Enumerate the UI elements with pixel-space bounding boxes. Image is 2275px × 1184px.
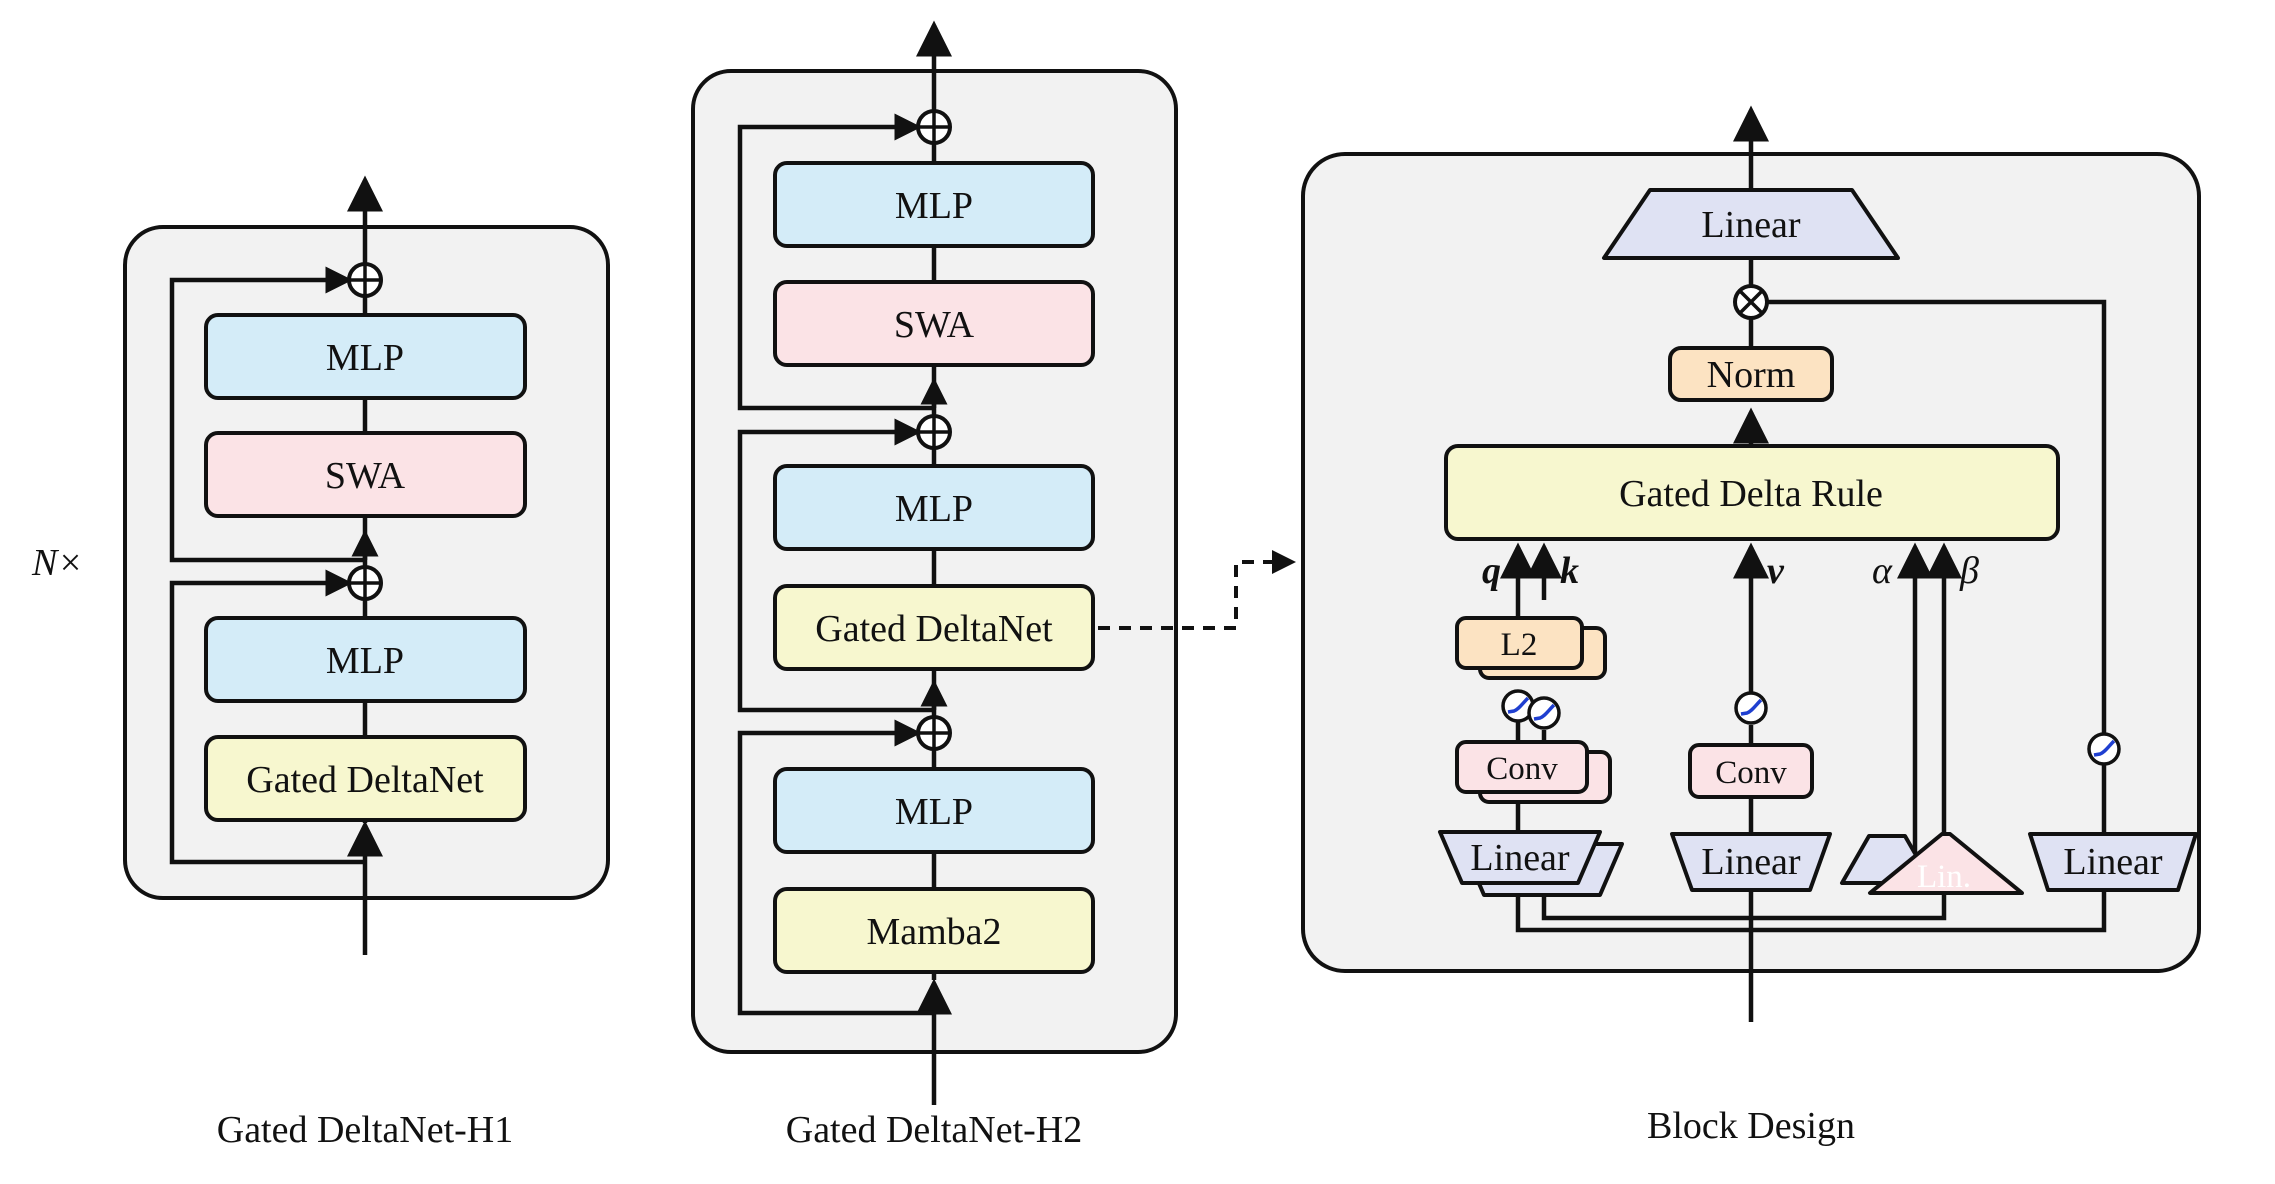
block-linear-ab-label: Lin. xyxy=(1917,859,1971,895)
h2-mlp-1 xyxy=(773,161,1095,248)
block-linear-qk xyxy=(1438,830,1602,885)
block-linear-v xyxy=(1670,832,1832,892)
block-linear-ab xyxy=(1868,832,2024,895)
h2-mamba2-label: Mamba2 xyxy=(866,911,1001,953)
block-linear-gate-label: Linear xyxy=(2063,841,2163,883)
block-l2-label: L2 xyxy=(1501,627,1538,663)
h2-mlp-3-label: MLP xyxy=(895,791,973,833)
add-circle-icon xyxy=(916,715,952,751)
h1-mlp-bottom-label: MLP xyxy=(326,640,404,682)
block-design: Linear Norm Gated Delta Rule q k v α β L… xyxy=(1301,105,2201,1147)
h2-mlp-2-label: MLP xyxy=(895,488,973,530)
block-conv-v-label: Conv xyxy=(1715,755,1787,791)
silu-activation-icon xyxy=(2087,732,2121,766)
block-top-linear xyxy=(1602,188,1900,260)
h1-mlp-top xyxy=(204,313,527,400)
add-circle-icon xyxy=(347,262,383,298)
block-linear-v-label: Linear xyxy=(1701,841,1801,883)
h2-gated-deltanet xyxy=(773,584,1095,671)
block-linear-gate xyxy=(2028,832,2198,892)
h2-gated-deltanet-label: Gated DeltaNet xyxy=(815,608,1053,650)
k-label: k xyxy=(1560,550,1579,592)
block-top-linear-label: Linear xyxy=(1701,204,1801,246)
zoom-connector xyxy=(1098,550,1296,630)
multiply-circle-icon xyxy=(1733,284,1769,320)
q-label: q xyxy=(1482,550,1501,592)
block-gated-delta-rule-label: Gated Delta Rule xyxy=(1619,473,1883,515)
block-conv-v xyxy=(1688,743,1814,799)
block-norm xyxy=(1668,346,1834,402)
h2-swa-label: SWA xyxy=(894,304,975,346)
block-norm-label: Norm xyxy=(1707,354,1796,396)
h1-swa-label: SWA xyxy=(325,455,406,497)
h2-mlp-2 xyxy=(773,464,1095,551)
h1-gated-deltanet xyxy=(204,735,527,822)
h1-caption: Gated DeltaNet-H1 xyxy=(217,1109,514,1151)
h2-mamba2 xyxy=(773,887,1095,974)
h2-mlp-1-label: MLP xyxy=(895,185,973,227)
block-l2 xyxy=(1455,616,1584,670)
silu-activation-icon xyxy=(1734,691,1768,725)
alpha-label: α xyxy=(1872,550,1893,592)
block-conv-qk xyxy=(1455,740,1589,794)
h2-diagram: MLP SWA MLP Gated DeltaNet MLP Mamba2 Ga xyxy=(691,20,1296,1151)
h1-gated-deltanet-label: Gated DeltaNet xyxy=(246,759,484,801)
h2-mlp-3 xyxy=(773,767,1095,854)
h1-mlp-bottom xyxy=(204,616,527,703)
block-caption: Block Design xyxy=(1647,1105,1855,1147)
h1-diagram: MLP SWA MLP Gated DeltaNet N× Gated Delt… xyxy=(31,175,610,1151)
h1-swa xyxy=(204,431,527,518)
block-conv-qk-label: Conv xyxy=(1486,751,1558,787)
add-circle-icon xyxy=(916,414,952,450)
h1-repeat-label: N× xyxy=(31,542,83,584)
v-label: v xyxy=(1767,550,1785,592)
silu-activation-icon xyxy=(1527,696,1561,730)
h2-caption: Gated DeltaNet-H2 xyxy=(786,1109,1083,1151)
add-circle-icon xyxy=(347,565,383,601)
add-circle-icon xyxy=(916,109,952,145)
block-linear-qk-label: Linear xyxy=(1470,837,1570,879)
block-gated-delta-rule xyxy=(1444,444,2060,541)
beta-label: β xyxy=(1959,550,1979,592)
h2-swa xyxy=(773,280,1095,367)
h1-mlp-top-label: MLP xyxy=(326,337,404,379)
